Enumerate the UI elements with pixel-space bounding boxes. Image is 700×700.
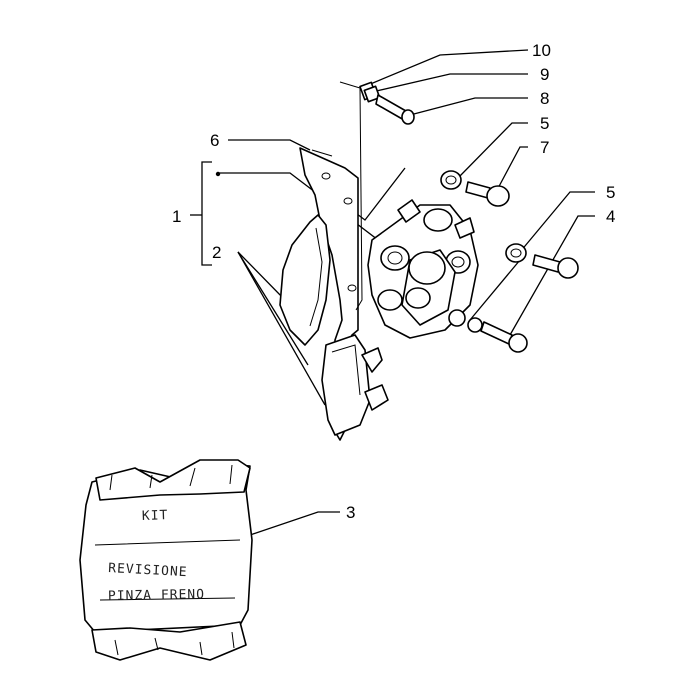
brake-pad-left xyxy=(279,214,331,346)
group-dot-icon xyxy=(215,171,221,177)
leader-lines xyxy=(190,49,595,536)
kit-label-line3: PINZA FRENO xyxy=(108,587,205,604)
callout-3: 3 xyxy=(346,503,355,522)
callout-6: 6 xyxy=(210,131,219,150)
washer-right xyxy=(505,243,527,263)
callout-1: 1 xyxy=(172,207,181,226)
bleed-screw xyxy=(465,181,510,207)
banjo-bolt xyxy=(532,254,579,279)
kit-label-line1: KIT xyxy=(142,508,169,524)
callout-5-right: 5 xyxy=(606,183,615,202)
revision-kit-bag xyxy=(79,459,253,661)
callout-5-top: 5 xyxy=(540,114,549,133)
callout-10: 10 xyxy=(532,41,551,60)
kit-label-line2: REVISIONE xyxy=(108,561,188,580)
brake-caliper xyxy=(367,199,479,339)
callout-2: 2 xyxy=(212,243,221,262)
callout-8: 8 xyxy=(540,89,549,108)
mounting-bolt xyxy=(448,309,528,353)
brake-pad-right xyxy=(321,334,389,436)
washer-top xyxy=(440,170,462,190)
callout-9: 9 xyxy=(540,65,549,84)
callout-7: 7 xyxy=(540,138,549,157)
long-bolt xyxy=(359,81,415,125)
callout-4: 4 xyxy=(606,207,615,226)
